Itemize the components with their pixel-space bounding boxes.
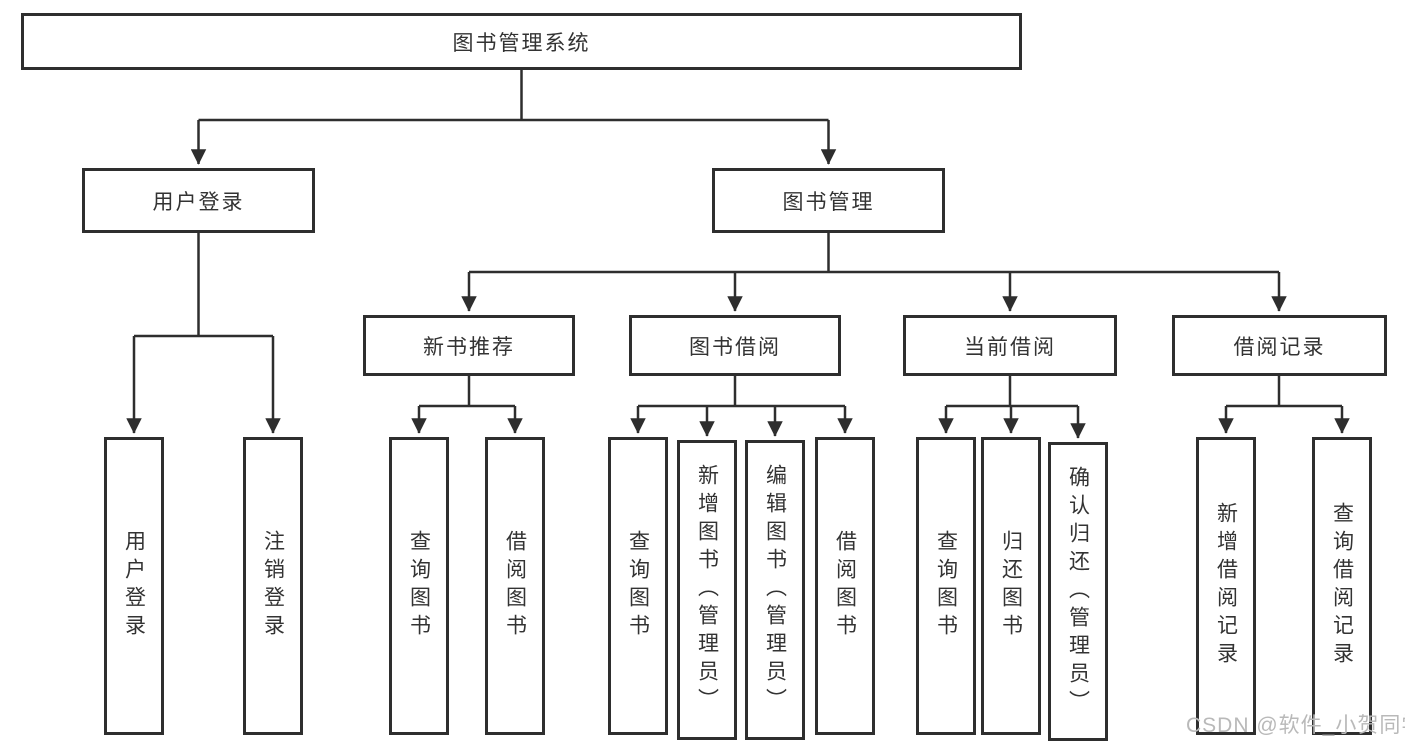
node-book-management-group: 图书管理 [712,168,945,233]
leaf-borrow-query-books-label: 查询图书 [626,530,650,642]
leaf-add-borrow-record-label: 新增借阅记录 [1214,502,1238,670]
leaf-confirm-return-admin-label: 确认归还（管理员） [1066,465,1090,718]
node-borrow-records: 借阅记录 [1172,315,1387,376]
leaf-edit-books-admin-label: 编辑图书（管理员） [763,464,787,716]
leaf-query-borrow-record-label: 查询借阅记录 [1330,502,1354,670]
leaf-newbook-borrow-books-label: 借阅图书 [503,530,527,642]
node-user-login-group-label: 用户登录 [152,190,245,214]
node-current-borrow-label: 当前借阅 [964,335,1056,359]
leaf-return-books-label: 归还图书 [999,530,1023,642]
watermark: CSDN @软件_小贺同学 [1186,714,1405,737]
leaf-logout-label: 注销登录 [261,530,285,642]
node-book-management-group-label: 图书管理 [782,190,875,214]
leaf-newbook-borrow-books: 借阅图书 [485,437,545,735]
leaf-query-borrow-record: 查询借阅记录 [1312,437,1372,735]
leaf-current-query-books: 查询图书 [916,437,976,735]
node-current-borrow: 当前借阅 [903,315,1117,376]
leaf-user-login-label: 用户登录 [122,530,146,642]
node-new-book-recommend-label: 新书推荐 [423,335,515,359]
node-root-label: 图书管理系统 [452,31,591,55]
node-book-borrow: 图书借阅 [629,315,841,376]
node-book-borrow-label: 图书借阅 [689,335,781,359]
node-borrow-records-label: 借阅记录 [1233,335,1326,359]
node-new-book-recommend: 新书推荐 [363,315,575,376]
leaf-newbook-query-books: 查询图书 [389,437,449,735]
leaf-borrow-borrow-books-label: 借阅图书 [833,530,857,642]
leaf-edit-books-admin: 编辑图书（管理员） [745,440,805,740]
node-root: 图书管理系统 [21,13,1022,70]
leaf-borrow-query-books: 查询图书 [608,437,668,735]
node-user-login-group: 用户登录 [82,168,315,233]
leaf-logout: 注销登录 [243,437,303,735]
leaf-confirm-return-admin: 确认归还（管理员） [1048,442,1108,741]
leaf-return-books: 归还图书 [981,437,1041,735]
leaf-current-query-books-label: 查询图书 [934,530,958,642]
leaf-user-login: 用户登录 [104,437,164,735]
leaf-add-books-admin-label: 新增图书（管理员） [695,464,719,716]
leaf-add-borrow-record: 新增借阅记录 [1196,437,1256,735]
leaf-add-books-admin: 新增图书（管理员） [677,440,737,740]
leaf-borrow-borrow-books: 借阅图书 [815,437,875,735]
leaf-newbook-query-books-label: 查询图书 [407,530,431,642]
